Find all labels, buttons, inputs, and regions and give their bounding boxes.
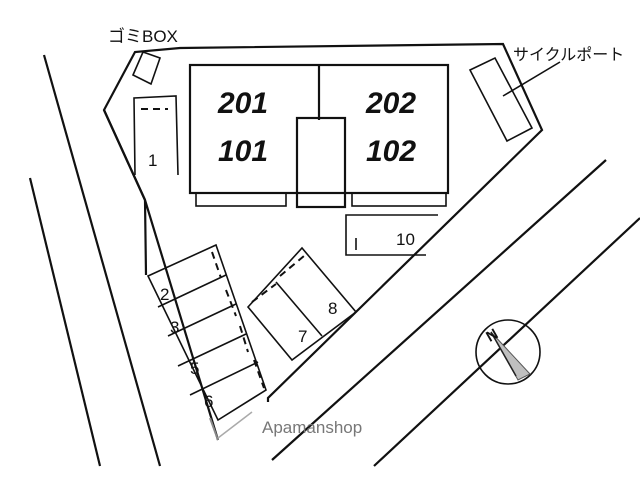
parking-label-5: 5 (190, 359, 199, 378)
parking-label-2: 2 (160, 285, 169, 304)
parking-label-10: 10 (396, 230, 415, 249)
parking-space-1: 1 (133, 95, 179, 176)
unit-202-label: 202 (365, 87, 416, 120)
parking-space-10: 10 (345, 214, 438, 256)
road-right (271, 159, 640, 467)
parking-label-1: 1 (148, 151, 157, 170)
compass-icon: N (475, 319, 541, 385)
unit-102-label: 102 (366, 135, 416, 168)
parking-block-middle: 7 8 (246, 246, 358, 362)
garbage-box: ゴミBOX (108, 26, 178, 86)
unit-201-label: 201 (217, 87, 268, 120)
parking-label-3: 3 (170, 318, 179, 337)
cycle-port-label: サイクルポート (513, 46, 624, 64)
cycle-port: サイクルポート (468, 46, 624, 143)
watermark-text: Apamanshop (262, 418, 362, 437)
parking-label-6: 6 (204, 392, 213, 411)
unit-101-label: 101 (218, 135, 268, 168)
garbage-box-label: ゴミBOX (108, 26, 178, 46)
road-left (28, 54, 162, 467)
watermark: Apamanshop (209, 411, 362, 441)
lot-boundary (102, 42, 544, 441)
parking-label-7: 7 (298, 327, 307, 346)
parking-block-left: 2 3 5 6 (146, 243, 267, 422)
building: 201 101 202 102 (188, 63, 450, 209)
parking-label-8: 8 (328, 299, 337, 318)
